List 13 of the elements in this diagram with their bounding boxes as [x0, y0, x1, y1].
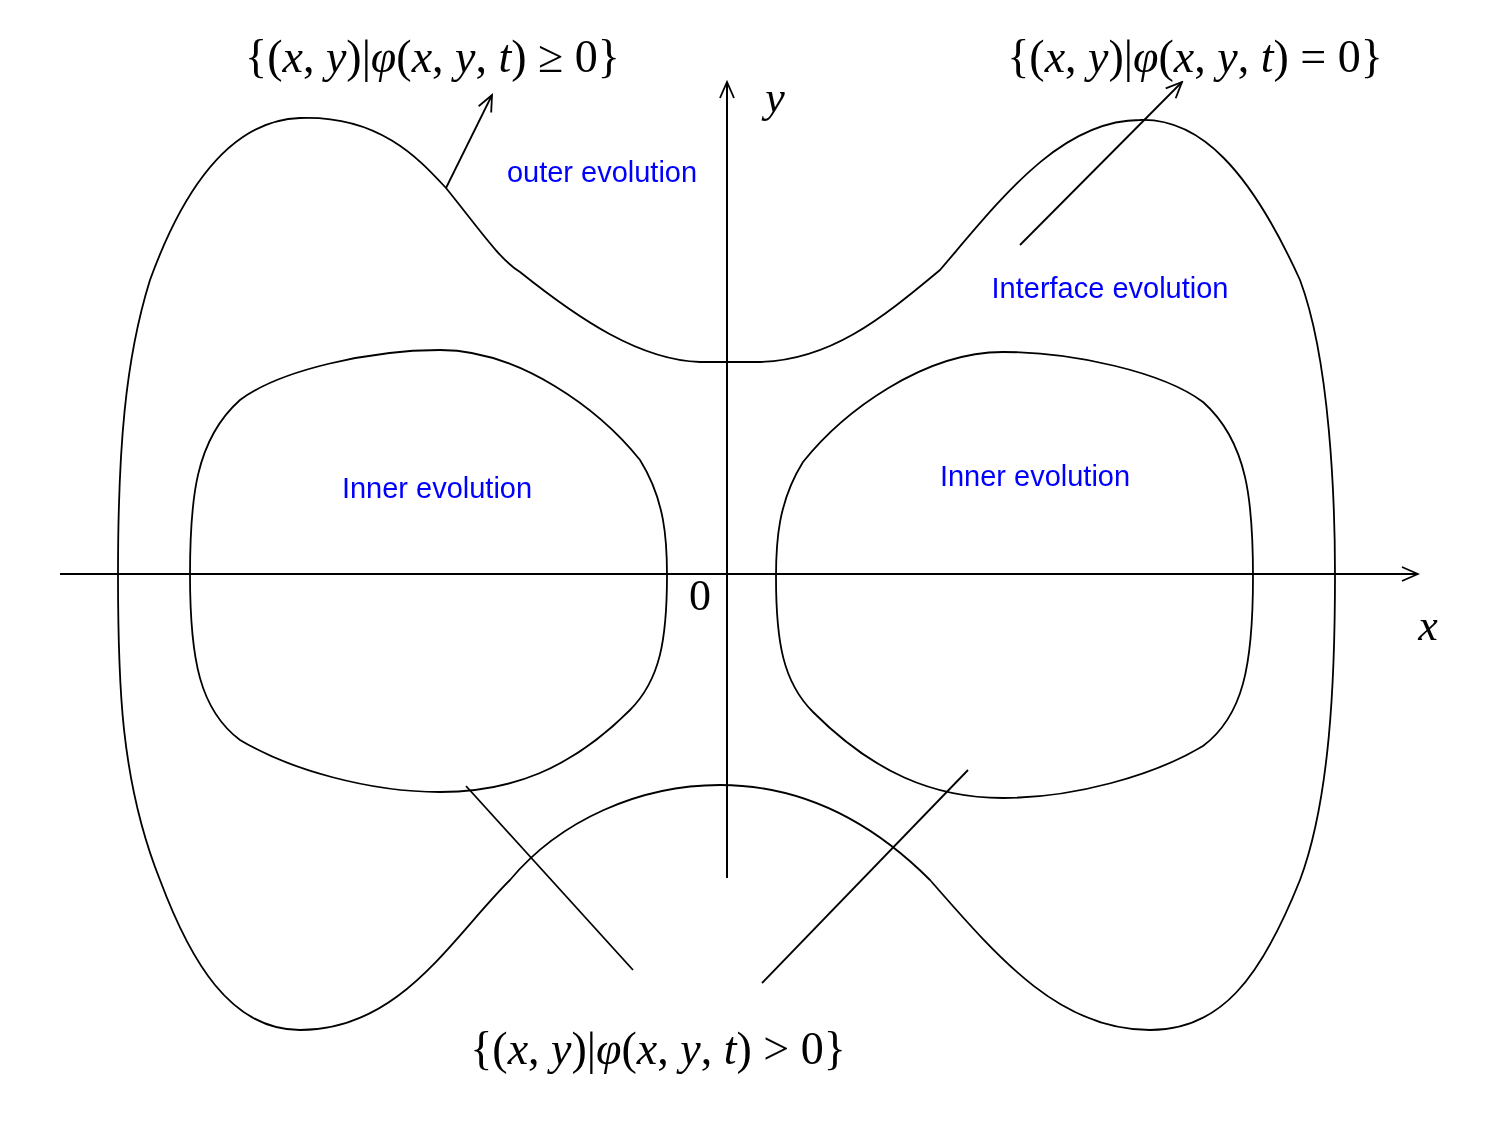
leader-line: [761, 769, 969, 984]
set-notation: {(x, y)|φ(x, y, t) ≥ 0}: [245, 29, 620, 83]
region-label: Interface evolution: [991, 271, 1229, 305]
arrow: [445, 94, 493, 189]
leader-line: [465, 785, 634, 971]
region-label: Inner evolution: [341, 471, 533, 505]
region-label: Inner evolution: [939, 459, 1131, 493]
axis-label: x: [1418, 599, 1438, 651]
set-notation: {(x, y)|φ(x, y, t) = 0}: [1007, 29, 1383, 83]
origin-label: 0: [689, 569, 711, 621]
set-notation: {(x, y)|φ(x, y, t) > 0}: [470, 1021, 846, 1075]
region-label: outer evolution: [506, 155, 698, 189]
arrow: [1019, 81, 1183, 246]
